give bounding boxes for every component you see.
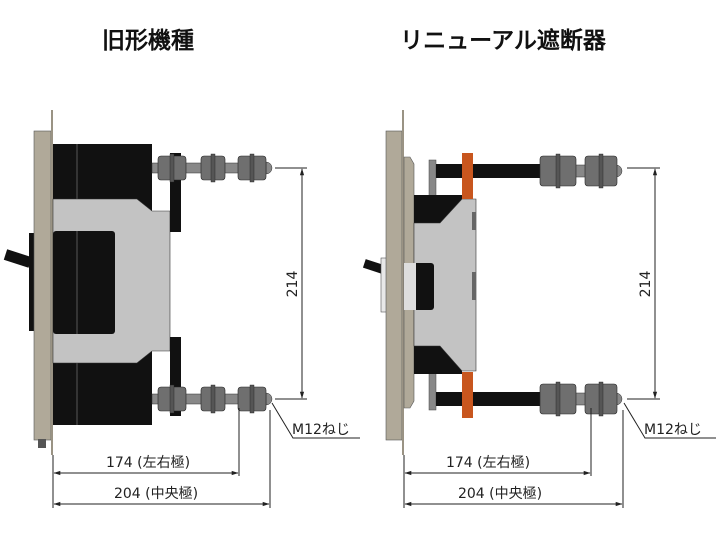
panel-edge: [51, 110, 53, 455]
washer: [555, 153, 561, 189]
washer: [555, 381, 561, 417]
thread-leader-line: [623, 402, 716, 439]
height-dimension-label: 214: [285, 271, 301, 298]
washer: [249, 153, 255, 183]
side-pole-dimension-label: 174 (左右極): [106, 455, 190, 471]
bolt-tip: [265, 392, 273, 406]
frame-window: [53, 231, 115, 334]
thread-leader-line: [271, 402, 360, 439]
center-pole-dimension-label: 204 (中央極): [114, 486, 198, 502]
bolt-tip: [265, 161, 273, 175]
top-bracket: [170, 153, 181, 232]
top-conductor-bar: [436, 164, 542, 178]
handle-lever: [362, 259, 385, 274]
panel-screw: [38, 439, 46, 448]
bottom-conductor-bar: [436, 392, 542, 406]
handle-base: [29, 233, 35, 331]
old-model-title: 旧形機種: [102, 28, 194, 54]
breaker-frame: [413, 198, 477, 372]
washer: [169, 384, 175, 414]
washer: [598, 381, 604, 417]
center-pole-dimension-label: 204 (中央極): [458, 486, 542, 502]
height-dimension-label: 214: [638, 271, 654, 298]
panel-edge: [402, 110, 404, 455]
handle-lever: [3, 249, 32, 268]
thread-label: M12ねじ: [644, 422, 702, 438]
thread-label: M12ねじ: [292, 422, 350, 438]
renewal-breaker-title: リニューアル遮断器: [400, 27, 607, 54]
side-pole-dimension-label: 174 (左右極): [446, 455, 530, 471]
bottom-copper-spacer: [462, 372, 473, 418]
renewal-breaker-drawing: 214 M12ねじ 174 (左右極) 204 (中央極): [362, 110, 716, 508]
old-model-drawing: 214 M12ねじ 174 (左右極) 204 (中央極): [3, 110, 360, 508]
washer: [598, 153, 604, 189]
top-copper-spacer: [462, 153, 473, 199]
washer: [169, 153, 175, 183]
mounting-panel: [385, 130, 403, 441]
washer: [210, 153, 216, 183]
washer: [249, 384, 255, 414]
washer: [210, 384, 216, 414]
mounting-panel: [33, 130, 52, 441]
bottom-bracket: [170, 337, 181, 416]
